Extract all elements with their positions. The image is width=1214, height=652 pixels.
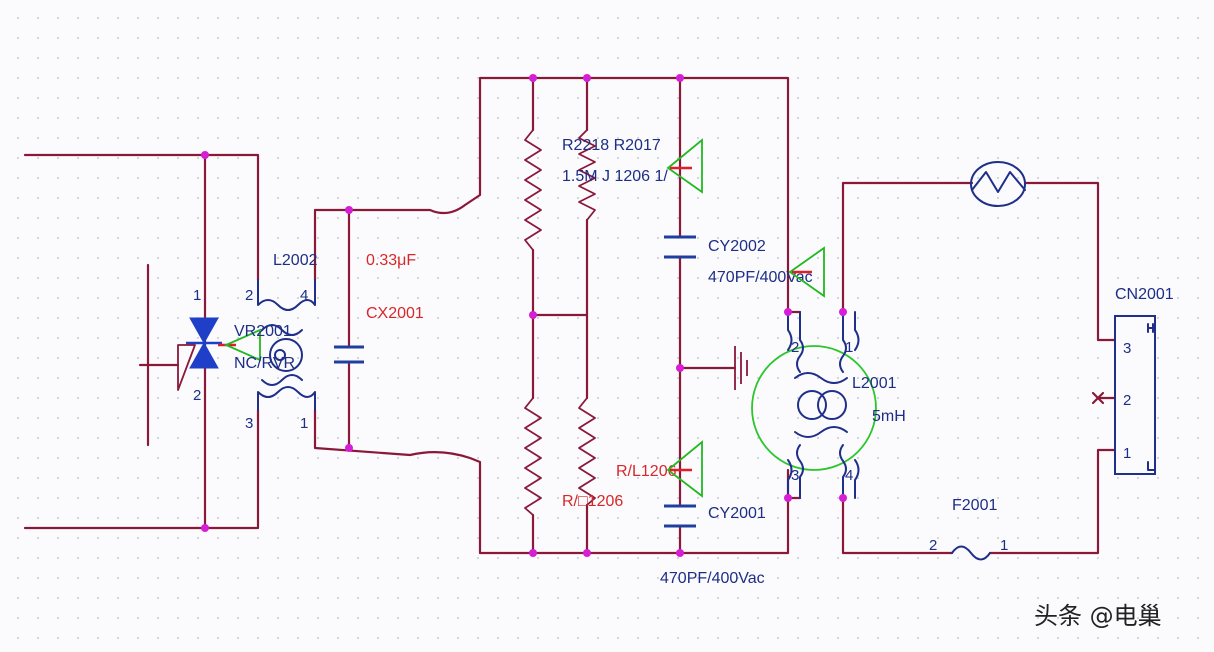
connector-cn2001 — [1091, 315, 1156, 475]
l2002-pin-4: 4 — [300, 287, 308, 304]
l2001-pin-3: 3 — [791, 467, 799, 484]
vr-pin-1: 1 — [193, 287, 201, 304]
resistor-bottom-left — [524, 397, 542, 516]
f2001-label: F2001 — [952, 497, 997, 514]
resistor-r2017 — [578, 129, 596, 221]
cx2001-ref-label: CX2001 — [366, 305, 424, 322]
capacitor-cx2001 — [334, 345, 364, 364]
cy2001-value-label: 470PF/400Vac — [660, 570, 765, 587]
varistor-vr2001 — [177, 317, 261, 391]
l2002-pin-2: 2 — [245, 287, 253, 304]
resistor-bottom-right — [578, 397, 596, 506]
vr-pin-2: 2 — [193, 387, 201, 404]
cn2001-label: CN2001 — [1115, 286, 1174, 303]
cy2001-ref-label: CY2001 — [708, 505, 766, 522]
l2001-value-label: 5mH — [872, 408, 906, 425]
inductor-l2002 — [257, 279, 316, 411]
l2001-pin-2: 2 — [791, 339, 799, 356]
watermark-text: 头条 @电巢 — [1034, 602, 1162, 630]
thermistor-icon — [970, 161, 1026, 207]
marker-triangles — [666, 138, 825, 498]
cy2002-value-label: 470PF/400Vac — [708, 269, 813, 286]
resistor-value-label: 1.5M J 1206 1/ — [562, 168, 668, 185]
rl-bottom-label: R/□1206 — [562, 493, 623, 510]
capacitor-cy2002 — [664, 235, 696, 259]
cn2001-pin-1: 1 — [1123, 445, 1131, 462]
wires — [23, 76, 1117, 555]
l2002-label: L2002 — [273, 252, 318, 269]
r2218-r2017-label: R2218 R2017 — [562, 137, 661, 154]
cy2002-ref-label: CY2002 — [708, 238, 766, 255]
cn2001-pin-2: 2 — [1123, 392, 1131, 409]
l2001-label: L2001 — [852, 375, 897, 392]
capacitor-cy2001 — [664, 504, 696, 528]
fuse-f2001 — [951, 545, 991, 561]
l2001-pin-1: 1 — [845, 339, 853, 356]
cx2001-value-label: 0.33μF — [366, 252, 416, 269]
l2002-pin-3: 3 — [245, 415, 253, 432]
f2001-pin-1: 1 — [1000, 537, 1008, 554]
rl-top-label: R/L1206 — [616, 463, 677, 480]
inductor-l2001 — [751, 311, 877, 499]
cn2001-pin-3: 3 — [1123, 340, 1131, 357]
vr2001-type-label: NC/RVR — [234, 355, 295, 372]
f2001-pin-2: 2 — [929, 537, 937, 554]
l2002-pin-1: 1 — [300, 415, 308, 432]
junction-dots — [201, 74, 847, 557]
l2001-pin-4: 4 — [845, 467, 853, 484]
ground-icon — [734, 346, 748, 390]
resistor-r2218 — [524, 129, 542, 251]
